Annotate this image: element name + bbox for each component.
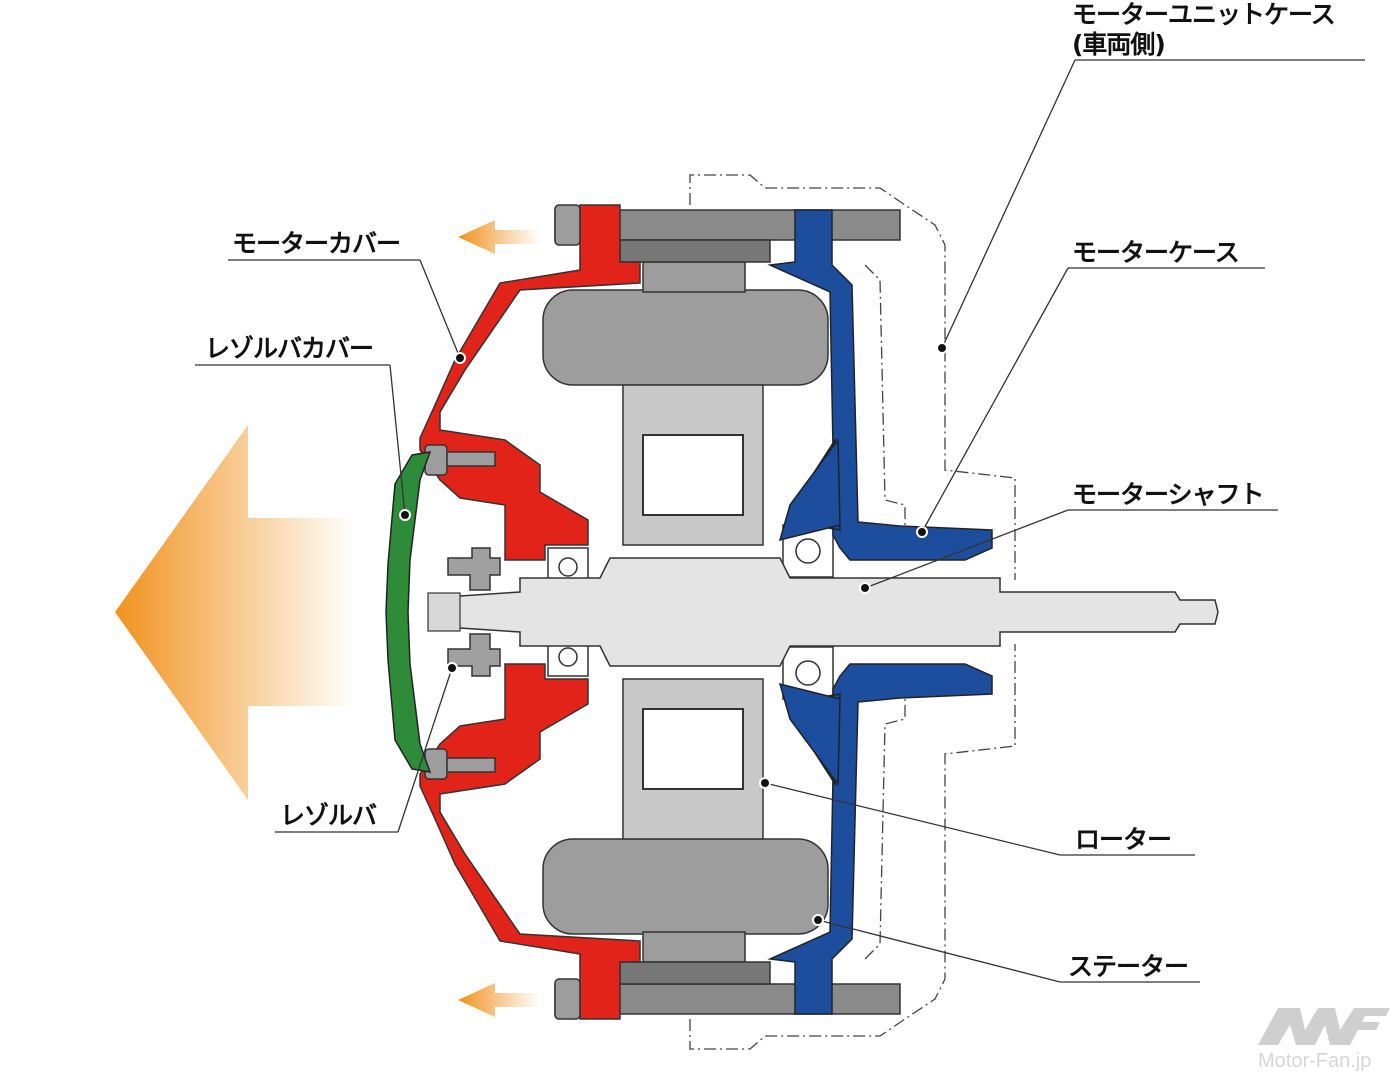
motor-fan-logo [1258,1008,1390,1045]
label-resolver: レゾルバ [280,801,377,830]
label-rotor: ローター [1075,825,1172,854]
label-motor-shaft: モーターシャフト [1072,480,1265,509]
label-stator: ステーター [1068,952,1189,981]
big-orange-arrow [115,425,355,800]
label-motor-unit-case: モーターユニットケース [1072,0,1336,29]
label-resolver-cover: レゾルバカバー [205,334,374,363]
small-arrow-bottom [458,983,540,1017]
motor-shaft-shape [429,557,1219,667]
shaft-nut [427,592,461,632]
lower-half [419,633,1016,1050]
watermark: Motor-Fan.jp [1258,1050,1372,1072]
resolver-cover-shape [385,451,432,773]
label-motor-unit-case-sub: (車両側) [1072,30,1166,59]
small-arrow-top [458,220,540,254]
label-motor-case: モーターケース [1072,238,1240,267]
label-motor-cover: モーターカバー [232,229,401,258]
